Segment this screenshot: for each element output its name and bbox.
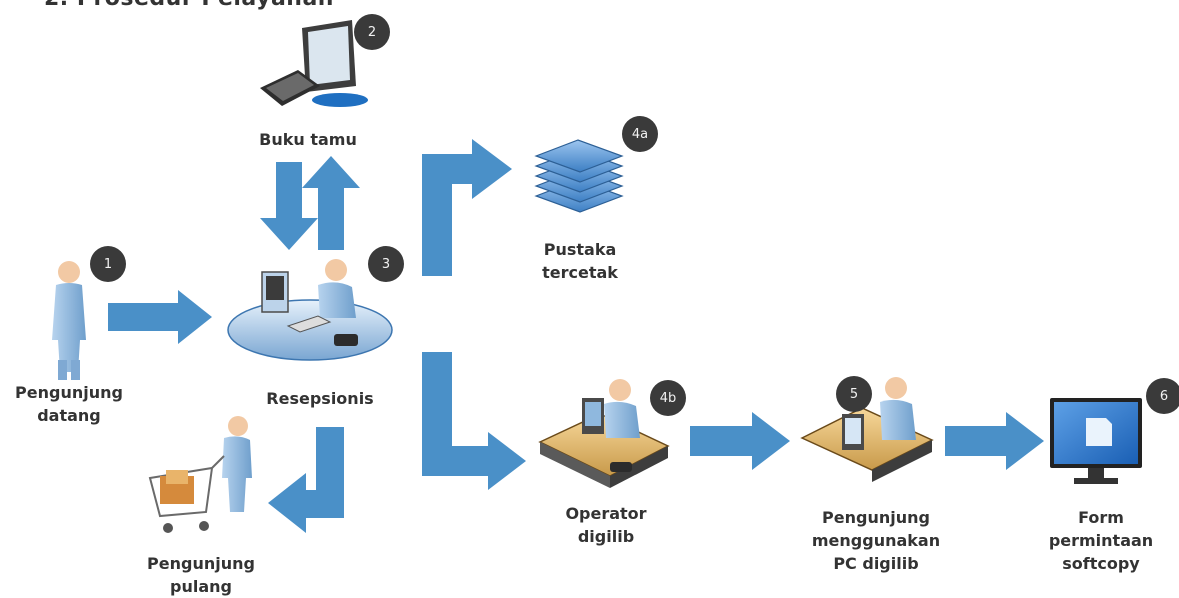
step-3-badge: 3	[368, 246, 404, 282]
step-6-badge: 6	[1146, 378, 1179, 414]
arrow-up-to-2	[302, 156, 360, 250]
arrow-3-to-4b	[422, 352, 526, 490]
receptionist-desk-icon	[227, 259, 393, 361]
arrow-4b-to-5	[690, 412, 790, 470]
step-3-label: Resepsionis	[266, 389, 374, 408]
step-2-badge: 2	[354, 14, 390, 50]
person-standing-icon	[52, 261, 86, 380]
page-title: 2. Prosedur Pelayanan	[44, 0, 334, 11]
step-2-label: Buku tamu	[259, 130, 357, 149]
step-5-badge: 5	[836, 376, 872, 412]
arrow-3-to-4a	[422, 139, 512, 276]
arrow-3-to-exit	[268, 427, 344, 533]
computer-keyboard-icon	[260, 20, 368, 107]
arrow-down-to-3	[260, 162, 318, 250]
step-4a-badge: 4a	[622, 116, 658, 152]
shopping-cart-person-icon	[148, 416, 252, 533]
step-4b-badge: 4b	[650, 380, 686, 416]
operator-desk-icon	[538, 379, 670, 488]
monitor-form-icon	[1050, 398, 1142, 484]
arrow-1-to-3	[108, 290, 212, 344]
arrow-5-to-6	[945, 412, 1044, 470]
person-at-pc-icon	[800, 377, 934, 482]
step-1-badge: 1	[90, 246, 126, 282]
book-stack-icon	[534, 139, 624, 213]
